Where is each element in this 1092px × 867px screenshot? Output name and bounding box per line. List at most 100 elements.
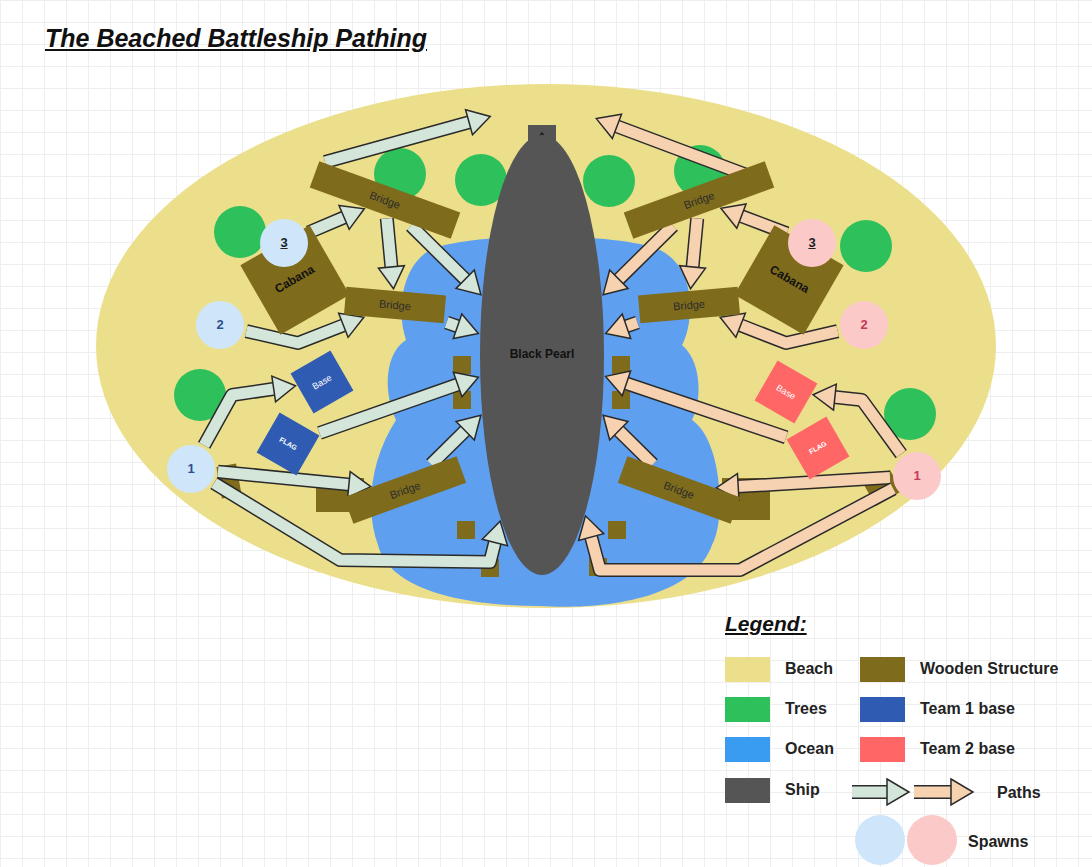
team-base: Base [291, 351, 354, 414]
legend-text: Paths [997, 784, 1041, 802]
legend-swatch [725, 778, 770, 803]
ship-hull-fill [480, 135, 604, 575]
beach [96, 84, 996, 608]
flag-zone: FLAG [787, 417, 850, 480]
path-arrow [626, 323, 638, 327]
path-arrow-outline [387, 218, 392, 268]
path-arrow-shaft [218, 472, 350, 485]
legend-text: Trees [785, 700, 827, 718]
node-label: 3 [808, 236, 815, 251]
wooden-post [453, 391, 471, 409]
bridge-structure: Bridge [344, 456, 466, 523]
legend-text: Beach [785, 660, 833, 678]
node-label: 2 [860, 318, 867, 333]
legend-path-sample [852, 792, 952, 793]
node-label: Base [311, 372, 334, 391]
path-arrow-shaft [387, 218, 392, 268]
path-arrow [591, 489, 893, 570]
node-label: Bridge [662, 479, 696, 502]
legend-swatch [725, 697, 770, 722]
path-arrow-outline [834, 397, 901, 454]
path-arrow-shaft [591, 489, 893, 570]
tree [214, 206, 266, 258]
node-label: Black Pearl [510, 348, 575, 362]
path-arrow-outline [218, 472, 350, 485]
node-label: 2 [216, 318, 223, 333]
wooden-post [612, 356, 630, 374]
legend-text: Team 1 base [920, 700, 1015, 718]
node-label: Cabana [273, 263, 317, 297]
legend-swatch [725, 657, 770, 682]
wooden-post [457, 521, 475, 539]
legend-text: Ocean [785, 740, 834, 758]
path-arrow-outline [447, 323, 459, 327]
path-arrow-outline [591, 489, 893, 570]
legend-text: Team 2 base [920, 740, 1015, 758]
legend-heading: Legend: [725, 612, 807, 636]
node-label: 3 [280, 236, 287, 251]
spawn-point-fill [167, 445, 215, 493]
node-label: Bridge [379, 297, 412, 312]
path-arrow-shaft [626, 323, 638, 327]
legend-swatch [860, 737, 905, 762]
legend-text: Ship [785, 781, 820, 799]
spawn-point-fill [196, 301, 244, 349]
path-arrow [246, 325, 344, 343]
path-arrow-outline [693, 218, 698, 268]
spawn-point: 2 [840, 301, 888, 349]
node-label: FLAG [278, 436, 299, 453]
node-label: FLAG [808, 440, 829, 457]
flag-zone: FLAG [257, 413, 320, 476]
path-arrow [387, 218, 392, 268]
path-arrow-shaft [246, 325, 344, 343]
path-arrow-shaft [740, 325, 838, 343]
tree [583, 155, 635, 207]
path-arrow-outline [626, 323, 638, 327]
bridge-structure: Bridge [618, 456, 740, 523]
bridge-structure: Bridge [310, 161, 461, 239]
legend-swatch [860, 697, 905, 722]
legend-spawn-sample [907, 815, 957, 865]
path-arrow-shaft [447, 323, 459, 327]
path-arrow [325, 122, 470, 162]
bridge-structure: Bridge [624, 161, 775, 239]
ship-hull: Black Pearl [480, 135, 604, 575]
path-arrow [309, 217, 345, 232]
tree [840, 220, 892, 272]
spawn-point: 1 [167, 445, 215, 493]
diagram-title: The Beached Battleship Pathing [45, 24, 427, 53]
spawn-point-fill [260, 219, 308, 267]
path-arrow-shaft [737, 478, 890, 487]
node-label: 1 [187, 462, 194, 477]
legend-text: Wooden Structure [920, 660, 1058, 678]
path-arrow-outline [246, 325, 344, 343]
spawn-point-fill [788, 219, 836, 267]
spawn-point: 3 [788, 219, 836, 267]
path-arrow [737, 478, 890, 487]
node-label: 1 [913, 469, 920, 484]
legend-text: Spawns [968, 833, 1028, 851]
spawn-point-fill [893, 452, 941, 500]
node-label: Bridge [673, 297, 706, 312]
spawn-point-fill [840, 301, 888, 349]
path-arrow-outline [737, 478, 890, 487]
spawn-point: 2 [196, 301, 244, 349]
node-label: Bridge [388, 479, 422, 502]
bridge-structure: Bridge [638, 287, 740, 324]
path-arrow-shaft [309, 217, 345, 232]
bridge-structure: Bridge [344, 287, 446, 324]
path-arrow [740, 325, 838, 343]
node-label: Base [775, 382, 798, 401]
path-arrow-shaft [834, 397, 901, 454]
node-label: Cabana [767, 263, 811, 297]
path-arrow-outline [740, 325, 838, 343]
path-arrow [447, 323, 459, 327]
wooden-post [612, 391, 630, 409]
path-arrow [693, 218, 698, 268]
node-label: Bridge [682, 189, 716, 212]
path-arrow [834, 397, 901, 454]
wooden-post [608, 521, 626, 539]
spawn-point: 3 [260, 219, 308, 267]
spawn-point: 1 [893, 452, 941, 500]
